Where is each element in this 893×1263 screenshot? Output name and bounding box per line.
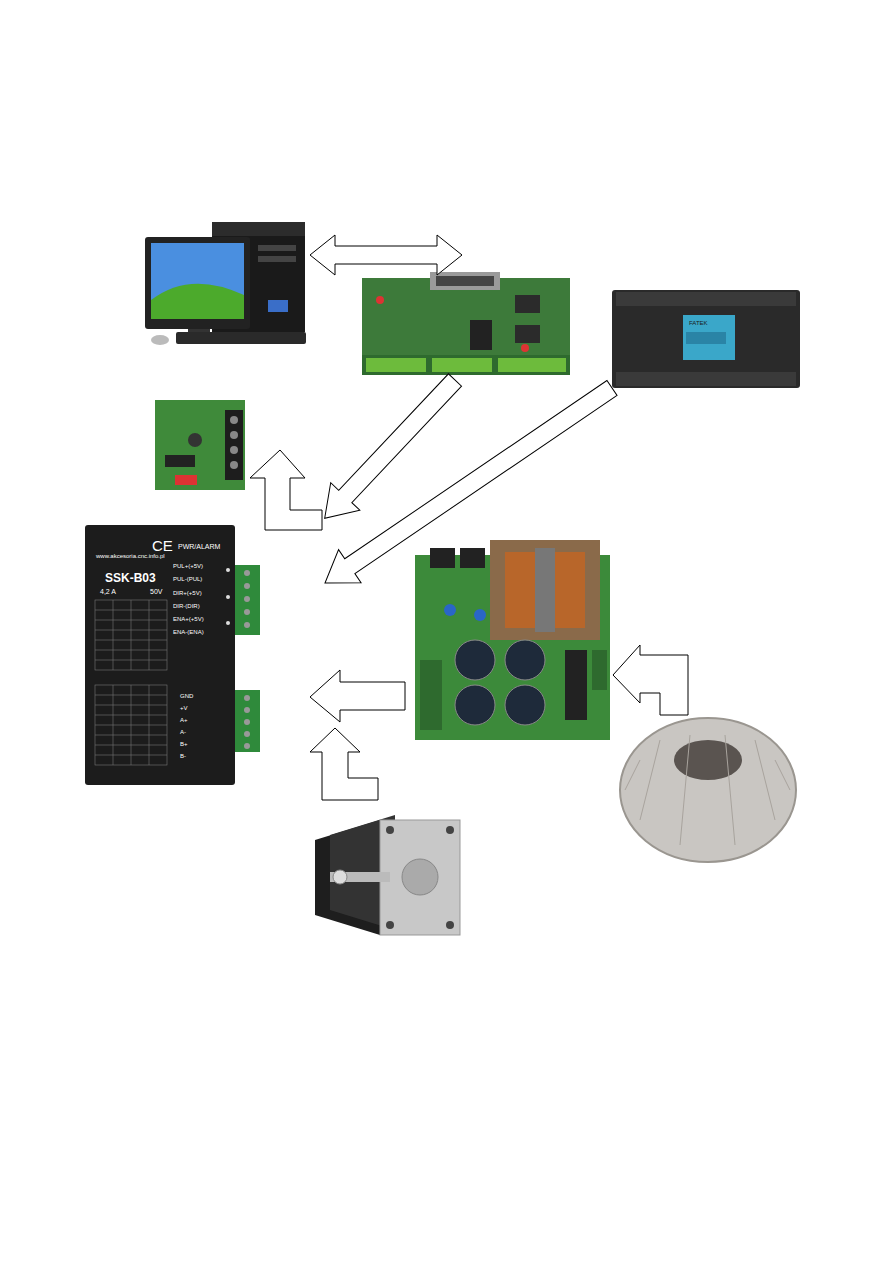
arrow [314,371,623,599]
pin-name: PUL+(+5V) [173,563,203,569]
pin-name: ENA-(ENA) [173,629,204,635]
model-name: SSK-B03 [105,572,156,584]
computer-picture [145,222,306,345]
voltage-rating: 50V [150,588,162,595]
arrow [250,450,322,530]
arrow [310,728,378,800]
current-rating: 4,2 A [100,588,116,595]
pin-name: B+ [180,741,188,747]
pin-name: PUL-(PUL) [173,576,202,582]
plc-picture [612,290,800,388]
stepper-driver-picture [85,525,260,785]
pin-name: B- [180,753,186,759]
pin-name: DIR+(+5V) [173,590,202,596]
arrow [310,670,405,722]
brand-name: FATEK [689,320,708,326]
block-arrows [250,235,688,800]
double-arrow [310,235,462,275]
interface-board-picture [362,272,570,375]
url-text: www.akcesoria.cnc.info.pl [96,553,165,559]
stepper-motor-picture [315,815,460,935]
pin-name: GND [180,693,193,699]
power-supply-picture [415,540,610,740]
arrow [613,645,688,715]
small-board-picture [155,400,245,490]
section-title: PWR/ALARM [178,543,220,550]
pin-name: A- [180,729,186,735]
pin-name: ENA+(+5V) [173,616,204,622]
ce-mark: CE [152,538,173,553]
pin-name: DIR-(DIR) [173,603,200,609]
pin-name: A+ [180,717,188,723]
toroid-transformer-picture [620,718,796,862]
pin-name: +V [180,705,188,711]
